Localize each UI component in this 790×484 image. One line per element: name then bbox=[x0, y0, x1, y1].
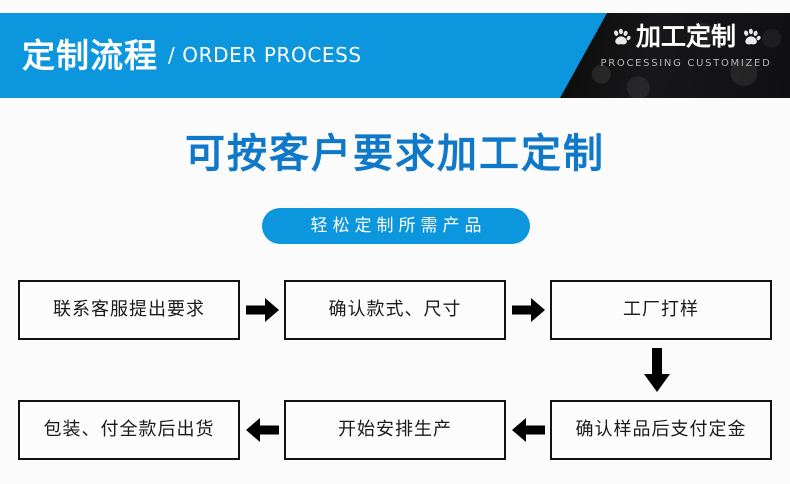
customize-pill-label: 轻松定制所需产品 bbox=[310, 215, 487, 236]
flow-step-1: 联系客服提出要求 bbox=[18, 280, 240, 340]
flow-step-6: 包装、付全款后出货 bbox=[18, 400, 240, 460]
banner-title-cn: 定制流程 bbox=[22, 36, 158, 75]
arrow-left-icon bbox=[512, 416, 545, 448]
arrow-right-icon bbox=[246, 296, 279, 328]
flow-step-3: 工厂打样 bbox=[550, 280, 772, 340]
paw-print-icon bbox=[611, 27, 631, 47]
flow-step-5: 开始安排生产 bbox=[284, 400, 506, 460]
flow-step-label: 确认样品后支付定金 bbox=[575, 419, 747, 440]
banner-title-en: / ORDER PROCESS bbox=[168, 43, 362, 67]
banner-dark-panel: 加工定制 PROCESSING CUSTOMIZED bbox=[560, 13, 790, 98]
arrow-left-icon bbox=[246, 416, 279, 448]
banner-badge-row: 加工定制 bbox=[560, 24, 790, 49]
flow-step-label: 联系客服提出要求 bbox=[53, 299, 205, 320]
banner-badge-group: 加工定制 PROCESSING CUSTOMIZED bbox=[560, 24, 790, 69]
flow-step-2: 确认款式、尺寸 bbox=[284, 280, 506, 340]
page-title: 可按客户要求加工定制 bbox=[185, 131, 605, 177]
customize-pill-badge: 轻松定制所需产品 bbox=[262, 208, 530, 244]
flow-step-label: 开始安排生产 bbox=[338, 419, 452, 440]
banner-title-group: 定制流程 / ORDER PROCESS bbox=[22, 13, 362, 98]
arrow-right-icon bbox=[512, 296, 545, 328]
arrow-down-icon bbox=[643, 348, 671, 396]
flow-step-4: 确认样品后支付定金 bbox=[550, 400, 772, 460]
banner-badge-cn: 加工定制 bbox=[635, 22, 736, 51]
flow-step-label: 包装、付全款后出货 bbox=[43, 419, 215, 440]
flow-step-label: 工厂打样 bbox=[623, 299, 699, 320]
page-header-banner: 定制流程 / ORDER PROCESS 加工定制 bbox=[0, 13, 790, 98]
flow-step-label: 确认款式、尺寸 bbox=[328, 299, 462, 320]
banner-badge-en: PROCESSING CUSTOMIZED bbox=[600, 58, 772, 69]
paw-print-icon bbox=[741, 27, 761, 47]
